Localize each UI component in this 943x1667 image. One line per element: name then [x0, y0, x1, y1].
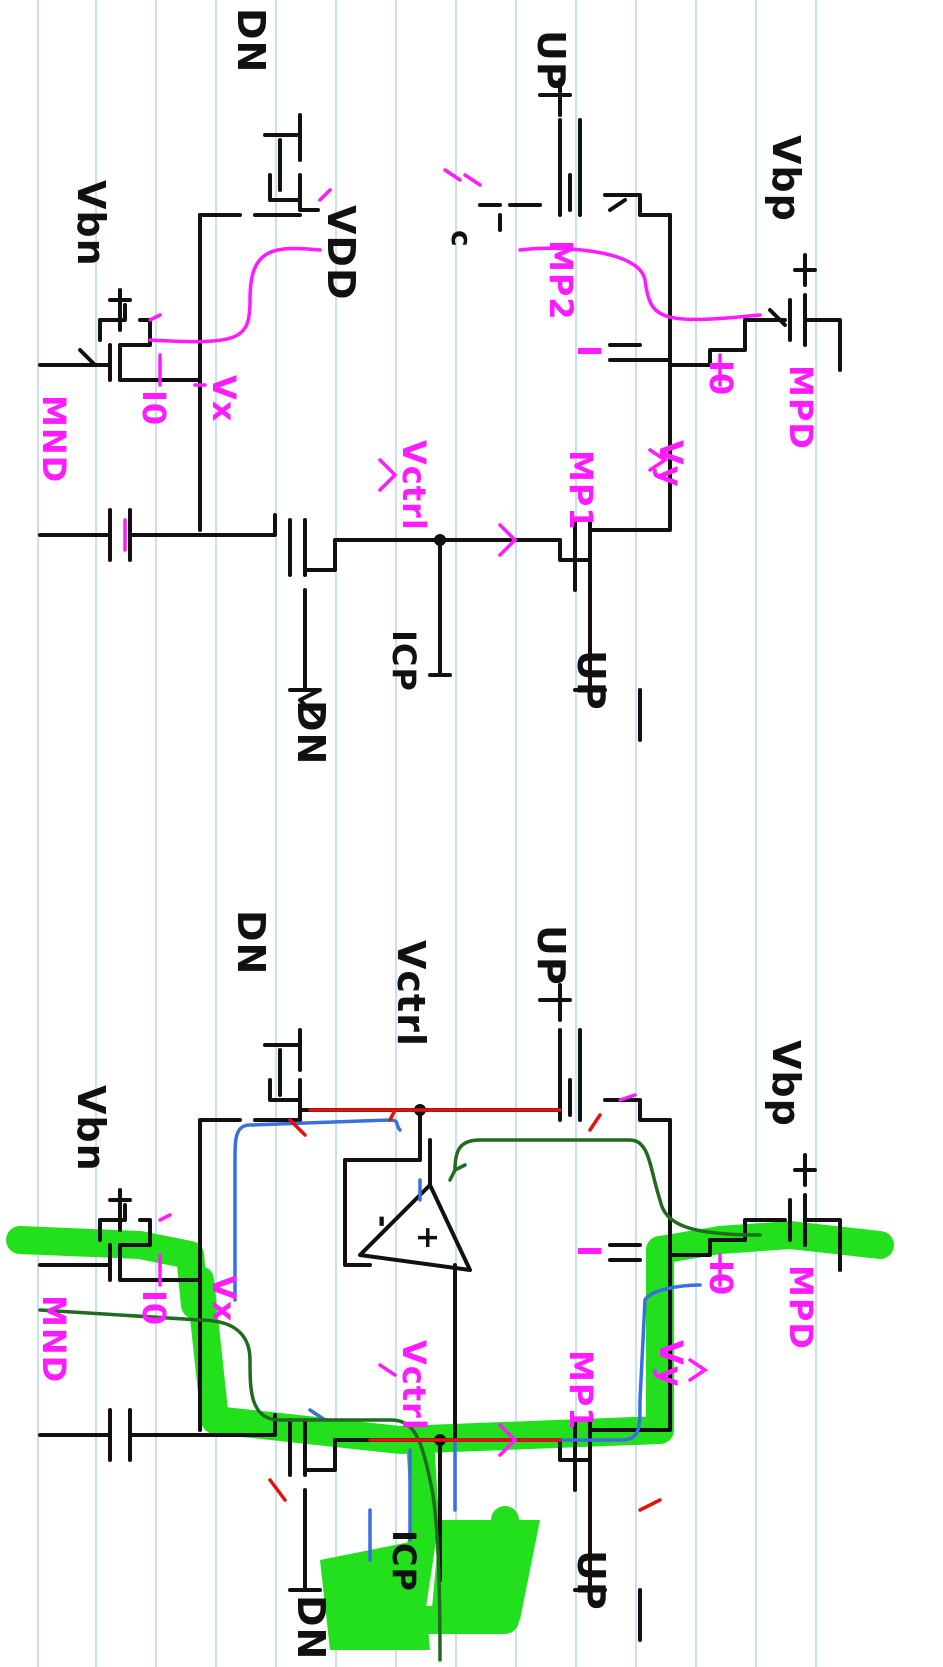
- path-blue: [233, 1118, 702, 1562]
- bot-label-up-left: UP: [529, 925, 573, 986]
- highlight-right-strip: [646, 1221, 894, 1264]
- top-mp1-transistor: [558, 213, 672, 592]
- top-label-up-bar: UP: [569, 650, 613, 711]
- top-wire-vctrl: [418, 538, 562, 677]
- bot-label-dn-bar: DN: [229, 910, 273, 976]
- bot-cap-left: [38, 1408, 202, 1462]
- bot-wire-vbn: [108, 1188, 132, 1232]
- top-label-up-left: UP: [529, 30, 573, 91]
- top-annotations: [123, 168, 762, 557]
- top-label-dn: DN: [289, 700, 333, 766]
- path-red: [268, 1108, 662, 1512]
- top-c-transistor: [478, 203, 542, 232]
- top-label-dn-bar: DN: [229, 8, 273, 74]
- top-label-i-right: I: [570, 345, 608, 358]
- top-mp2-transistor: [268, 138, 320, 212]
- top-label-vbn: Vbn: [69, 180, 113, 267]
- bottom-circuit: [38, 983, 842, 1642]
- top-wire-up-left: [538, 78, 572, 117]
- top-mpd-right: [668, 293, 842, 372]
- bot-label-dn: DN: [289, 1595, 333, 1661]
- top-wire-vbp: [793, 253, 817, 287]
- opamp-minus-sign: -: [365, 1215, 400, 1229]
- bot-label-icp: ICP: [385, 1530, 423, 1592]
- bot-label-vy: Vy: [652, 1340, 690, 1388]
- bot-label-vctrl: Vctrl: [395, 1340, 433, 1431]
- top-label-mp2: MP2: [542, 240, 580, 321]
- bot-vy-arrow: [688, 1358, 709, 1382]
- opamp-plus-sign: +: [410, 1225, 445, 1252]
- top-mpd-transistor: [558, 118, 672, 217]
- bot-mp-top: [268, 1048, 302, 1112]
- ruled-lines: [37, 0, 817, 1667]
- opamp-feedback: [343, 1108, 422, 1267]
- top-label-vctrl: Vctrl: [395, 440, 433, 531]
- bot-mp1-transistor: [558, 1118, 672, 1492]
- bot-label-mp1: MP1: [562, 1350, 600, 1431]
- top-wire-dn-bar: [263, 113, 302, 162]
- top-wire-dn: [288, 588, 322, 722]
- highlight-icp-patch: [320, 1540, 430, 1650]
- top-mnd-transistor: [38, 303, 202, 382]
- top-cap-left: [38, 508, 202, 562]
- bot-label-i-right: I: [570, 1245, 608, 1258]
- bot-label-vctrl-top: Vctrl: [389, 940, 433, 1047]
- bot-mp-top-right: [558, 1028, 672, 1122]
- top-current-path-left: [148, 246, 322, 344]
- top-label-vx: Vx: [205, 375, 243, 423]
- bot-wire-dn-bar: [263, 1028, 302, 1072]
- bot-label-vbp: Vbp: [764, 1040, 808, 1127]
- top-check-marks: [148, 168, 482, 322]
- bot-wire-vbp: [793, 1153, 817, 1187]
- top-arrow-vctrl-right: [498, 523, 518, 557]
- bot-label-up-bar: UP: [569, 1550, 613, 1611]
- opamp-triangle: [358, 1183, 472, 1272]
- bot-label-mnd: MND: [35, 1295, 73, 1384]
- bot-wire-bottom: [198, 1413, 562, 1477]
- bot-wire-dn: [288, 1488, 322, 1592]
- bot-wire-up-bar: [573, 1488, 642, 1642]
- top-label-vbp: Vbp: [764, 135, 808, 222]
- bot-mnd-transistor: [38, 1203, 202, 1282]
- top-arrow-vctrl-left: [378, 458, 398, 492]
- bot-label-i0-left: I0: [135, 1290, 173, 1327]
- bottom-annotations: [158, 1093, 722, 1457]
- top-wire-vbn: [108, 288, 132, 332]
- top-label-c: c: [445, 230, 478, 248]
- bot-label-vbn: Vbn: [69, 1085, 113, 1172]
- top-label-mpd: MPD: [782, 365, 820, 450]
- top-label-mnd: MND: [35, 395, 73, 484]
- top-label-mp1: MP1: [562, 450, 600, 531]
- path-green: [38, 1138, 762, 1662]
- bot-arrow-vctrl: [498, 1423, 518, 1457]
- top-cap-right: [608, 343, 672, 362]
- bot-label-vx: Vx: [205, 1275, 243, 1323]
- top-label-i0-right: I0: [702, 360, 740, 397]
- bot-label-i0-right: I0: [702, 1260, 740, 1297]
- highlight-icp-patch2: [430, 1520, 540, 1630]
- bot-mpd-right: [668, 1193, 842, 1272]
- top-label-vdd: VDD: [319, 205, 363, 301]
- bot-wire-up-left: [538, 983, 572, 1022]
- top-label-vy: Vy: [652, 440, 690, 488]
- top-wire-up-bar: [573, 588, 642, 742]
- top-current-path-right: [518, 246, 762, 322]
- bot-cap-right: [608, 1243, 642, 1262]
- top-wire-bottom-left: [198, 513, 422, 577]
- bottom-paths: [38, 1108, 762, 1662]
- top-circuit: [38, 78, 842, 742]
- bot-label-mpd: MPD: [782, 1265, 820, 1350]
- top-label-i0-left: I0: [135, 390, 173, 427]
- bot-check-marks: [158, 1093, 637, 1377]
- top-label-icp: ICP: [385, 630, 423, 692]
- top-vctrl-node: [434, 534, 446, 546]
- top-vy-arrow: [648, 448, 669, 472]
